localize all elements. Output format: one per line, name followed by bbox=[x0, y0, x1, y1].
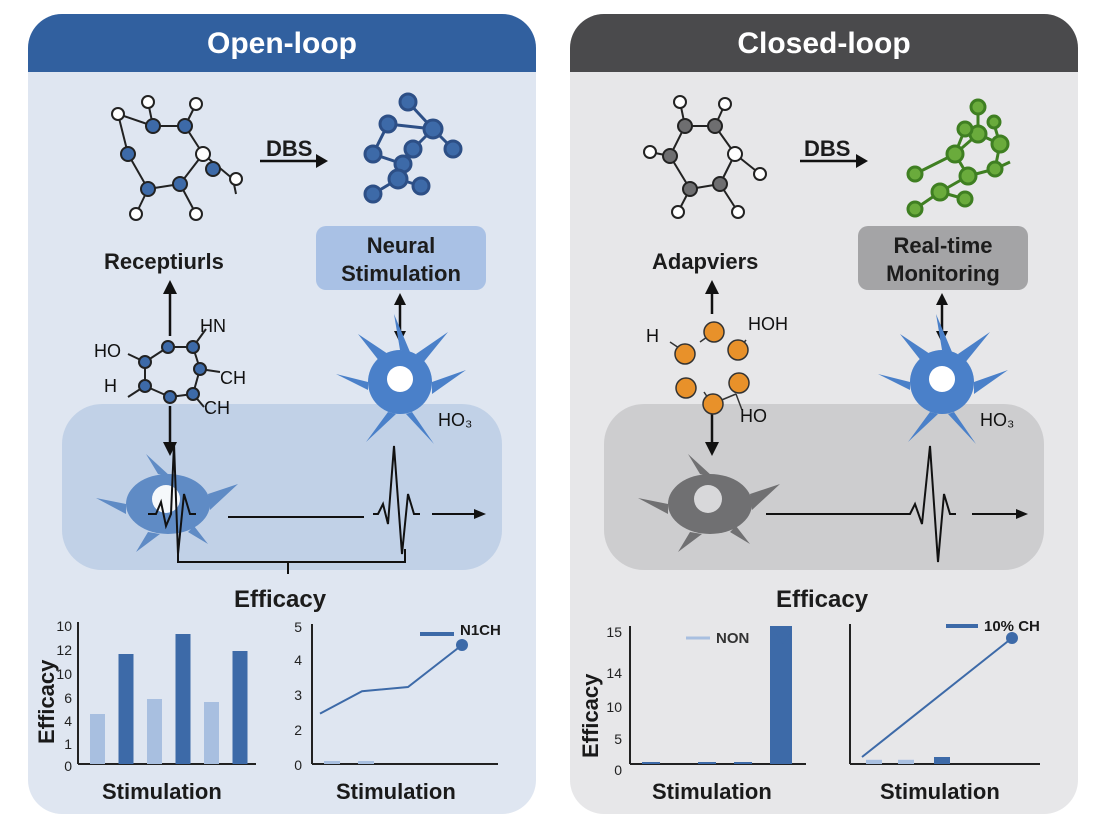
chem-h: H bbox=[646, 326, 659, 346]
efficacy-label: Efficacy bbox=[234, 586, 327, 613]
chem-ho3: HO₃ bbox=[438, 410, 473, 430]
ytick: 6 bbox=[64, 690, 72, 706]
chem-ch-1: CH bbox=[220, 368, 246, 388]
ytick: 5 bbox=[294, 619, 302, 635]
spike-waveform-2 bbox=[373, 445, 420, 555]
receptor-molecule-icon bbox=[111, 95, 243, 221]
bar bbox=[118, 654, 134, 764]
open-loop-illustration bbox=[62, 92, 502, 765]
point bbox=[456, 639, 468, 651]
neuron-icon bbox=[336, 314, 466, 444]
monitored-molecule-icon bbox=[906, 98, 1011, 218]
efficacy-label: Efficacy bbox=[776, 586, 869, 613]
efficacy-line-chart-open-loop bbox=[311, 624, 498, 765]
bar-chart-xlabel: Stimulation bbox=[102, 779, 222, 804]
real-time-monitoring-box: Real-time Monitoring bbox=[858, 226, 1028, 290]
chem-ho: HO bbox=[94, 341, 121, 361]
bar-chart-ylabel: Efficacy bbox=[34, 659, 59, 744]
neural-stimulation-box: Neural Stimulation bbox=[316, 226, 486, 290]
bar bbox=[204, 702, 219, 764]
bar-chart-xlabel: Stimulation bbox=[652, 779, 772, 804]
ytick: 0 bbox=[614, 762, 622, 778]
ytick: 10 bbox=[606, 699, 622, 715]
cell-icon bbox=[638, 454, 780, 552]
bar bbox=[734, 762, 752, 764]
ytick: 2 bbox=[294, 722, 302, 738]
ytick: 15 bbox=[606, 624, 622, 640]
bar bbox=[770, 626, 792, 764]
line-chart-legend: 10% CH bbox=[984, 618, 1040, 635]
bar bbox=[324, 761, 340, 764]
ytick: 1 bbox=[64, 736, 72, 752]
bar bbox=[147, 699, 162, 764]
bar bbox=[866, 759, 882, 764]
chem-hn: HN bbox=[200, 316, 226, 336]
ytick: 5 bbox=[614, 731, 622, 747]
efficacy-bar-chart-open-loop bbox=[77, 622, 256, 765]
stim-box-line2: Stimulation bbox=[341, 261, 461, 286]
line-chart-xlabel: Stimulation bbox=[880, 779, 1000, 804]
ytick: 10 bbox=[56, 666, 72, 682]
ytick: 3 bbox=[294, 687, 302, 703]
bar bbox=[898, 759, 914, 764]
bar bbox=[642, 762, 660, 764]
molecule-label: Adapviers bbox=[652, 249, 759, 274]
closed-loop-illustration bbox=[604, 95, 1044, 765]
efficacy-line-chart-closed-loop bbox=[849, 624, 1040, 765]
ytick: 0 bbox=[294, 757, 302, 773]
neuron-icon bbox=[878, 314, 1008, 444]
bar-chart-ylabel: Efficacy bbox=[578, 673, 603, 758]
chem-hoh: HOH bbox=[748, 314, 788, 334]
line-chart-xlabel: Stimulation bbox=[336, 779, 456, 804]
spike-waveform bbox=[148, 443, 196, 555]
dbs-label: DBS bbox=[266, 136, 313, 161]
spike-waveform bbox=[766, 445, 956, 563]
closed-loop-panel: Closed-loop bbox=[570, 14, 1078, 814]
orange-molecule-icon bbox=[669, 321, 750, 415]
cell-icon bbox=[96, 454, 238, 552]
dbs-label: DBS bbox=[804, 136, 851, 161]
line-chart-legend: N1CH bbox=[460, 622, 501, 639]
bar bbox=[698, 762, 716, 764]
signal-band bbox=[604, 404, 1044, 570]
open-loop-title: Open-loop bbox=[28, 14, 536, 72]
monitor-box-line1: Real-time bbox=[893, 233, 993, 258]
ytick: 12 bbox=[56, 642, 72, 658]
bar bbox=[175, 634, 191, 764]
chem-h: H bbox=[104, 376, 117, 396]
closed-loop-title: Closed-loop bbox=[570, 14, 1078, 72]
bar bbox=[232, 651, 248, 764]
hydroxyl-molecule-icon bbox=[127, 328, 221, 408]
bar bbox=[358, 761, 374, 764]
ytick: 4 bbox=[64, 713, 72, 729]
bar-chart-legend: NON bbox=[716, 630, 750, 647]
open-loop-panel: Open-loop bbox=[28, 14, 536, 814]
point bbox=[1006, 632, 1018, 644]
chem-ho: HO bbox=[740, 406, 767, 426]
ytick: 10 bbox=[56, 618, 72, 634]
bar bbox=[90, 714, 105, 764]
signal-band bbox=[62, 404, 502, 570]
series-line bbox=[319, 644, 463, 715]
ytick: 14 bbox=[606, 665, 622, 681]
molecule-label: Receptiurls bbox=[104, 249, 224, 274]
ytick: 0 bbox=[64, 758, 72, 774]
ytick: 4 bbox=[294, 652, 302, 668]
monitor-box-line2: Monitoring bbox=[886, 261, 1000, 286]
series-line bbox=[861, 637, 1013, 758]
chem-ch-2: CH bbox=[204, 398, 230, 418]
legend-marker bbox=[776, 634, 790, 644]
chem-ho3: HO₃ bbox=[980, 410, 1015, 430]
bar bbox=[934, 757, 950, 764]
adapter-molecule-icon bbox=[643, 95, 767, 219]
stimulated-molecule-icon bbox=[363, 92, 463, 204]
efficacy-bar-chart-closed-loop bbox=[629, 626, 806, 765]
stim-box-line1: Neural bbox=[366, 233, 436, 258]
